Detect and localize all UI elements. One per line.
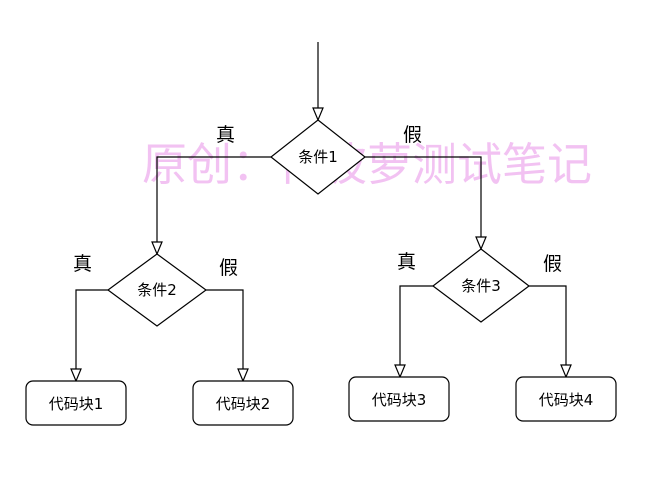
edge-label-cond2-true: 真 bbox=[73, 253, 92, 275]
process-block-4-label: 代码块4 bbox=[539, 391, 594, 409]
process-block-3-label: 代码块3 bbox=[372, 391, 427, 409]
watermark-text: 原创：代波萝测试笔记 bbox=[142, 138, 592, 191]
edge-label-cond1-false: 假 bbox=[403, 124, 422, 146]
connector-cond3-false bbox=[529, 285, 567, 366]
process-block-1 bbox=[25, 380, 127, 426]
edge-label-cond1-true: 真 bbox=[216, 124, 235, 146]
connector-cond3-true bbox=[399, 285, 433, 366]
decision-condition-1 bbox=[270, 119, 366, 195]
decision-condition-3-label: 条件3 bbox=[461, 277, 501, 295]
process-block-2-label: 代码块2 bbox=[216, 395, 271, 413]
edge-label-cond3-true: 真 bbox=[397, 251, 416, 273]
edge-label-cond2-false: 假 bbox=[219, 257, 238, 279]
connector-cond1-false-arrowhead bbox=[475, 236, 487, 251]
entry-arrowhead bbox=[312, 107, 324, 122]
decision-condition-1-label: 条件1 bbox=[298, 148, 338, 166]
connector-cond2-false bbox=[206, 289, 244, 370]
process-block-4 bbox=[515, 376, 617, 422]
process-block-3 bbox=[348, 376, 450, 422]
process-block-1-label: 代码块1 bbox=[49, 395, 104, 413]
connector-cond2-false-arrowhead bbox=[237, 368, 249, 383]
connector-cond3-false-arrowhead bbox=[560, 364, 572, 379]
decision-condition-2 bbox=[106, 253, 208, 327]
connector-cond2-true bbox=[75, 289, 108, 370]
decision-condition-2-label: 条件2 bbox=[137, 281, 177, 299]
connector-cond1-true bbox=[156, 156, 271, 243]
connector-cond1-false bbox=[365, 156, 482, 238]
process-block-2 bbox=[192, 380, 294, 426]
connector-cond2-true-arrowhead bbox=[70, 368, 82, 383]
decision-condition-3 bbox=[432, 248, 530, 323]
edge-label-cond3-false: 假 bbox=[543, 253, 562, 275]
connector-cond3-true-arrowhead bbox=[394, 364, 406, 379]
connector-cond1-true-arrowhead bbox=[151, 241, 163, 256]
